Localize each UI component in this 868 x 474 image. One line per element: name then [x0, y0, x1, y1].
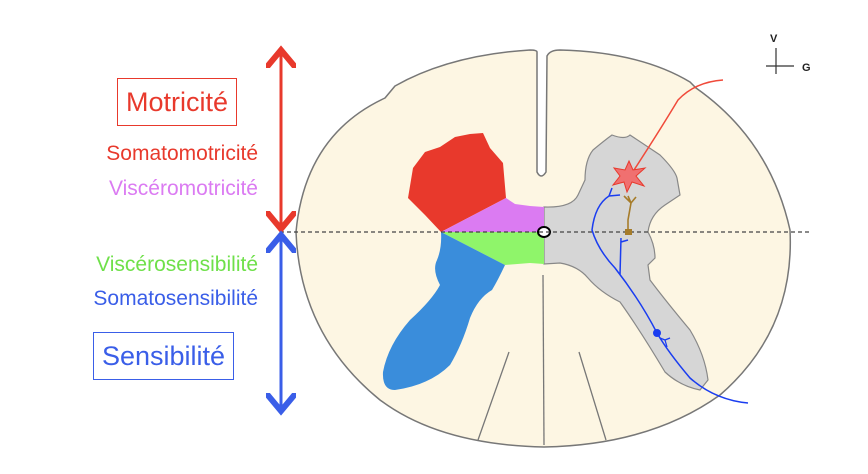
viscerosensory-region: [441, 232, 544, 265]
somatomotor-region: [408, 133, 506, 232]
motricite-box: Motricité: [117, 78, 238, 126]
orientation-left: G: [802, 62, 811, 74]
orientation-ventral: V: [770, 33, 778, 45]
somatomotricite-label: Somatomotricité: [106, 142, 258, 165]
motor-neuron-icon: [611, 159, 647, 194]
sensory-terminal: [659, 337, 671, 348]
somatosensibilite-label: Somatosensibilité: [93, 287, 258, 310]
septum-right: [578, 351, 607, 441]
orientation-cross-icon: [766, 48, 794, 74]
ventral-septum: [542, 274, 545, 446]
septum-left: [477, 351, 510, 441]
somatosensory-region: [382, 232, 505, 390]
sensory-neuron-body: [653, 329, 661, 337]
interneuron: [623, 195, 637, 232]
sensibilite-box: Sensibilité: [93, 332, 235, 380]
visceromotor-region: [441, 198, 544, 232]
interneuron-body: [625, 229, 632, 235]
gray-matter-right: [543, 134, 709, 391]
sensory-fiber: [591, 187, 749, 404]
viscerosensibilite-label: Viscérosensibilité: [96, 253, 258, 276]
visceromotricite-label: Viscéromotricité: [109, 177, 258, 200]
motor-axon: [633, 79, 724, 171]
